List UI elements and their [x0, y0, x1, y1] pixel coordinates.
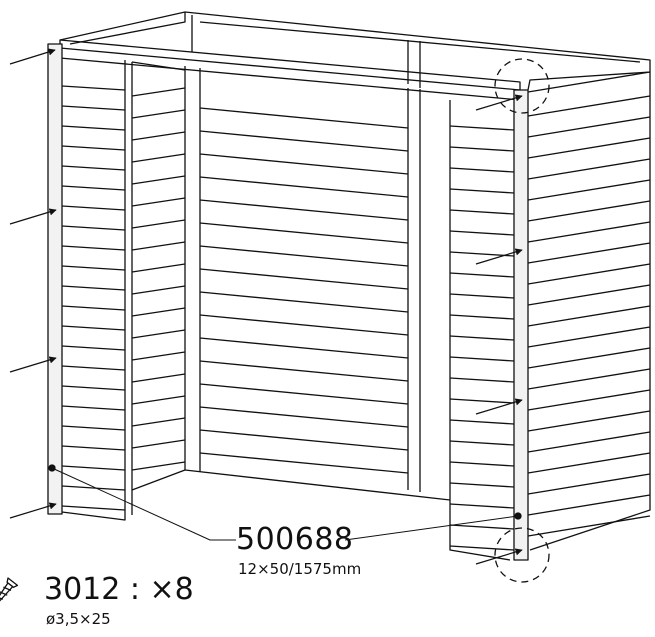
leader-dot-left — [48, 464, 56, 472]
right-side-wall — [449, 71, 651, 561]
screw-size-label: ø3,5×25 — [46, 610, 111, 628]
left-corner-post — [47, 43, 63, 515]
detail-circle-top — [494, 58, 550, 114]
part-number-label: 500688 — [236, 522, 354, 557]
part-dimensions-label: 12×50/1575mm — [238, 560, 362, 578]
left-side-wall — [61, 60, 186, 521]
leader-dot-right — [514, 512, 522, 520]
part-leader-lines — [51, 467, 519, 541]
right-corner-post — [513, 89, 529, 561]
detail-circle-bottom — [494, 527, 550, 583]
screw-icon — [0, 577, 19, 618]
back-wall — [184, 66, 451, 501]
screw-code-quantity: 3012 : ×8 — [44, 572, 194, 607]
screw-arrows — [9, 48, 523, 565]
